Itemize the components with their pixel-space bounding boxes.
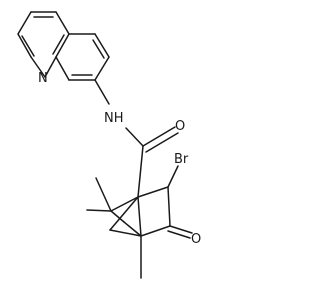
bond — [167, 186, 171, 227]
bond — [123, 221, 142, 237]
bromine-label: Br — [174, 152, 189, 167]
quinoline-ring — [17, 11, 110, 81]
bond — [145, 132, 179, 153]
quinoline-nitrogen-label: N — [38, 71, 48, 86]
bond — [140, 225, 171, 237]
bond — [55, 11, 70, 35]
bicyclic-camphor-core — [86, 165, 193, 279]
bond — [110, 210, 125, 223]
bond — [125, 127, 144, 147]
bond — [44, 56, 57, 78]
bond — [30, 56, 46, 78]
ketone-oxygen-label: O — [191, 232, 201, 247]
bond — [95, 177, 112, 212]
bond — [167, 230, 191, 239]
bond — [86, 209, 112, 212]
bond — [52, 34, 65, 55]
bond — [21, 35, 35, 57]
bond — [92, 39, 105, 59]
bond — [94, 33, 110, 58]
bond — [137, 145, 144, 198]
bond — [55, 33, 70, 58]
bond — [94, 56, 110, 81]
bond — [167, 165, 179, 188]
amide-nh-label: NH — [104, 111, 124, 126]
bond — [137, 196, 142, 237]
bond — [94, 79, 110, 105]
bond — [17, 11, 32, 35]
bond — [109, 196, 139, 231]
bond — [109, 229, 142, 237]
bond — [142, 126, 176, 147]
bond — [169, 225, 193, 234]
amide-oxygen-label: O — [175, 119, 185, 134]
molecule-structure-diagram: N NH O Br O — [17, 11, 201, 279]
bond — [137, 186, 169, 198]
bond — [17, 33, 32, 58]
bond — [55, 56, 70, 81]
bond — [110, 196, 139, 212]
